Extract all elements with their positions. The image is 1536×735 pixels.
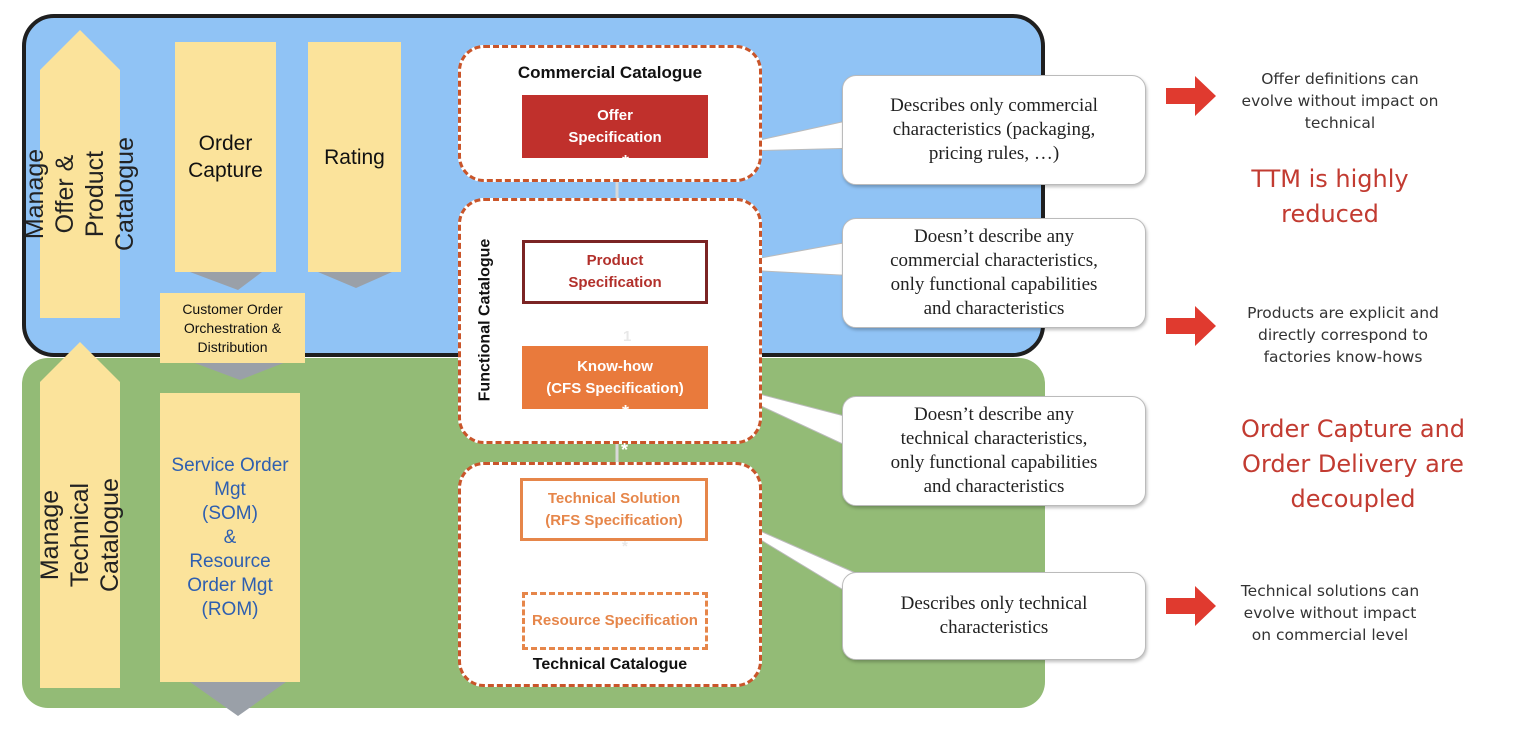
offer-product-arrow xyxy=(40,30,120,318)
note-technical: Technical solutions can evolve without i… xyxy=(1240,582,1420,644)
red-arrow-offer xyxy=(1166,76,1216,116)
resource-specification-label: Resource Specification xyxy=(532,612,698,629)
order-capture-label: Order Capture xyxy=(188,132,263,182)
product-specification-label: Product Specification xyxy=(568,252,662,291)
order-capture-box: Order Capture xyxy=(175,42,276,272)
offer-specification-box: Offer Specification xyxy=(522,95,708,158)
note-offer: Offer definitions can evolve without imp… xyxy=(1241,70,1439,132)
resource-specification-box: Resource Specification xyxy=(522,592,708,650)
note-products: Products are explicit and directly corre… xyxy=(1247,304,1439,366)
callout-commercial-text: Describes only commercial characteristic… xyxy=(890,95,1098,164)
know-how-box: Know-how (CFS Specification) xyxy=(522,346,708,409)
offer-specification-label: Offer Specification xyxy=(568,106,662,146)
know-how-multiplicity: * xyxy=(622,402,630,422)
technical-solution-box: Technical Solution (RFS Specification) xyxy=(520,478,708,541)
technical-catalogue-label: Manage Technical Catalogue xyxy=(36,478,125,592)
service-order-label: Service Order Mgt (SOM) & Resource Order… xyxy=(171,454,289,620)
callout-knowhow-text: Doesn’t describe any technical character… xyxy=(890,404,1098,497)
rating-box: Rating xyxy=(308,42,401,272)
commercial-catalogue-title: Commercial Catalogue xyxy=(517,63,703,82)
note-decoupled: Order Capture and Order Delivery are dec… xyxy=(1240,415,1466,513)
service-order-box: Service Order Mgt (SOM) & Resource Order… xyxy=(160,393,300,682)
offer-product-label: Manage Offer & Product Catalogue xyxy=(21,137,140,251)
note-ttm: TTM is highly reduced xyxy=(1251,165,1409,228)
functional-catalogue-title-wrap: Functional Catalogue xyxy=(468,220,502,420)
customer-order-label: Customer Order Orchestration & Distribut… xyxy=(182,300,283,355)
know-how-label: Know-how (CFS Specification) xyxy=(546,357,684,397)
callout-technical-text: Describes only technical characteristics xyxy=(900,593,1088,638)
customer-order-shadow xyxy=(192,362,286,380)
technical-solution-label: Technical Solution (RFS Specification) xyxy=(545,489,683,529)
callout-commercial: Describes only commercial characteristic… xyxy=(842,75,1146,185)
callout-technical: Describes only technical characteristics xyxy=(842,572,1146,660)
callout-product: Doesn’t describe any commercial characte… xyxy=(842,218,1146,328)
product-multiplicity: 1 xyxy=(623,328,632,345)
callout-knowhow: Doesn’t describe any technical character… xyxy=(842,396,1146,506)
technical-solution-multiplicity: * xyxy=(622,538,628,555)
customer-order-box: Customer Order Orchestration & Distribut… xyxy=(160,293,305,363)
red-arrow-products xyxy=(1166,306,1216,346)
rating-label: Rating xyxy=(324,145,385,169)
know-how-link-multiplicity: * xyxy=(621,440,629,460)
callout-product-text: Doesn’t describe any commercial characte… xyxy=(890,226,1098,319)
offer-multiplicity: * xyxy=(622,152,630,172)
order-capture-shadow xyxy=(190,272,262,290)
rating-shadow xyxy=(318,272,392,288)
product-specification-box: Product Specification xyxy=(522,240,708,304)
technical-arrow xyxy=(40,342,120,688)
red-arrow-technical xyxy=(1166,586,1216,626)
technical-catalogue-title: Technical Catalogue xyxy=(532,656,688,673)
service-order-shadow xyxy=(190,682,286,716)
functional-catalogue-title: Functional Catalogue xyxy=(476,238,494,402)
